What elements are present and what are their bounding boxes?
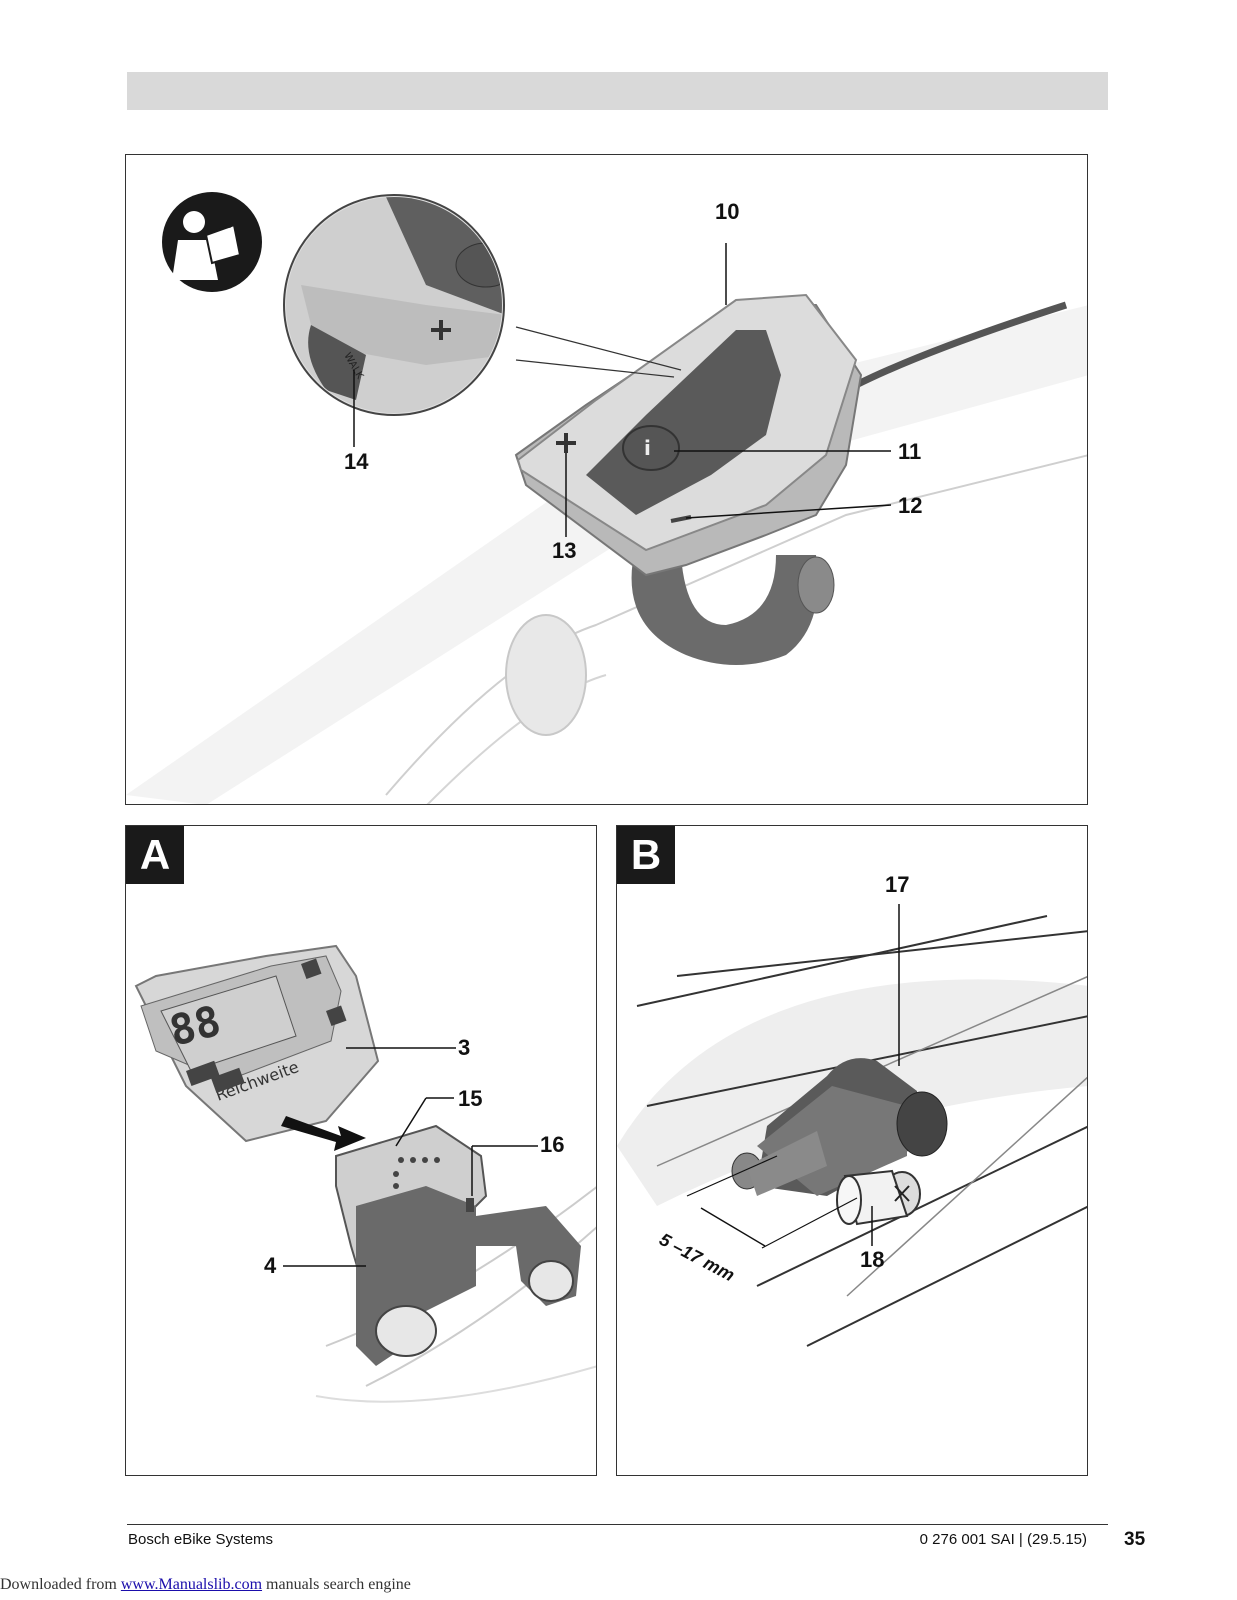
download-prefix: Downloaded from	[0, 1576, 121, 1593]
speed-sensor-illustration	[617, 904, 1087, 1347]
figure-a-panel: A 88 Reichweite 3 15 16 4	[125, 825, 597, 1476]
callout-11: 11	[898, 439, 922, 464]
figure-top-panel: i WALK 10 11 12 13 14	[125, 154, 1088, 805]
callout-15: 15	[458, 1086, 483, 1111]
callout-14: 14	[344, 449, 369, 474]
footer-brand: Bosch eBike Systems	[128, 1531, 274, 1548]
callout-3: 3	[458, 1035, 471, 1060]
control-unit-illustration: i WALK	[126, 192, 1087, 804]
manualslib-link[interactable]: www.Manualslib.com	[120, 1576, 263, 1593]
callout-17: 17	[885, 872, 910, 897]
panel-tag-b: B	[617, 826, 675, 884]
download-suffix: manuals search engine	[262, 1576, 411, 1593]
footer-rule	[127, 1524, 1108, 1525]
page-number: 35	[1124, 1529, 1146, 1550]
panel-tag-a: A	[126, 826, 184, 884]
download-notice: Downloaded from www.Manualslib.com manua…	[0, 1576, 411, 1594]
callout-18: 18	[860, 1247, 885, 1272]
callout-12: 12	[898, 493, 923, 518]
callout-10: 10	[715, 199, 740, 224]
figure-b-panel: B 17 18 5 –17 mm	[616, 825, 1088, 1476]
callout-4: 4	[264, 1253, 277, 1278]
svg-text:88: 88	[165, 996, 226, 1056]
svg-text:i: i	[644, 436, 651, 460]
footer-doc-ref: 0 276 001 SAI | (29.5.15)	[919, 1531, 1087, 1548]
display-mount-illustration: 88 Reichweite	[134, 944, 596, 1403]
header-bar	[127, 72, 1108, 110]
callout-16: 16	[540, 1132, 565, 1157]
callout-13: 13	[552, 538, 577, 563]
